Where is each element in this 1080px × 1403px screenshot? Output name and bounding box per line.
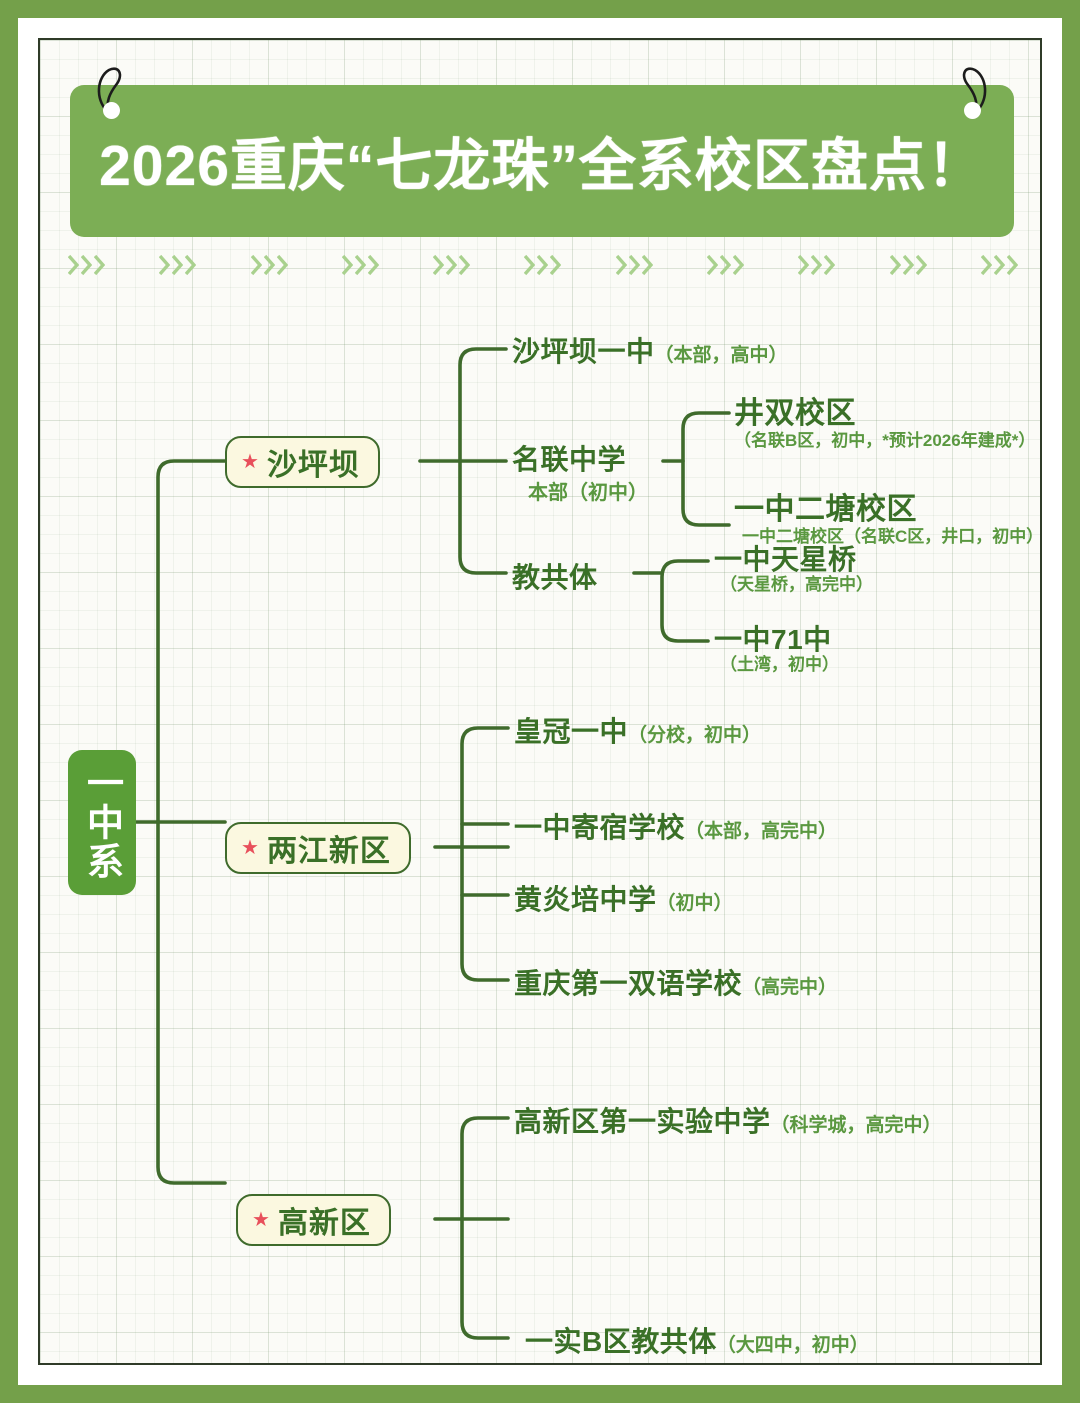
node-huangguan-yizhong[interactable]: 皇冠一中（分校，初中）	[514, 710, 761, 750]
node-name: 一实B区教共体	[525, 1326, 717, 1357]
node-note: （初中）	[656, 893, 733, 914]
star-icon: ★	[241, 451, 259, 473]
node-note: （高完中）	[742, 977, 838, 998]
node-note: （土湾，初中）	[720, 655, 839, 675]
page-title: 2026重庆“七龙珠”全系校区盘点！	[99, 134, 985, 198]
star-icon: ★	[241, 837, 259, 859]
region-label-gaoxin: 高新区	[277, 1207, 371, 1240]
node-note: （本部，高中）	[654, 345, 788, 366]
star-icon: ★	[252, 1209, 270, 1231]
node-note: （科学城，高完中）	[770, 1115, 942, 1136]
node-huangyanpei-zhongxue[interactable]: 黄炎培中学（初中）	[514, 878, 733, 918]
hanger-hole-right-icon	[964, 102, 981, 119]
region-node-liangjiang[interactable]: ★ 两江新区	[225, 822, 411, 874]
node-yizhong-71zhong[interactable]: 一中71中 （土湾，初中）	[714, 624, 839, 674]
node-note: （名联B区，初中，*预计2026年建成*）	[734, 430, 1036, 450]
connector-lines	[134, 347, 731, 1340]
node-note: （大四中，初中）	[716, 1335, 869, 1356]
node-name: 名联中学	[512, 444, 627, 475]
node-name: 一中天星桥	[714, 544, 857, 575]
region-node-shapingba[interactable]: ★ 沙坪坝	[225, 436, 380, 488]
poster-inner-frame: 2026重庆“七龙珠”全系校区盘点！	[38, 38, 1042, 1365]
node-jiaogongti-shapingba[interactable]: 教共体	[512, 556, 598, 596]
hanger-loop-left-icon	[94, 65, 128, 117]
node-subtitle: 本部（初中）	[528, 482, 648, 505]
root-node-yizhongxi[interactable]: 一中系	[68, 750, 136, 895]
chevron-group	[798, 254, 836, 276]
node-name: 一中二塘校区	[734, 493, 917, 526]
region-label-liangjiang: 两江新区	[266, 835, 391, 868]
node-name: 皇冠一中	[514, 716, 629, 747]
region-node-gaoxin[interactable]: ★ 高新区	[236, 1194, 391, 1246]
hanger-hole-left-icon	[103, 102, 120, 119]
chevron-group	[159, 254, 197, 276]
poster-page: 2026重庆“七龙珠”全系校区盘点！	[18, 18, 1062, 1385]
node-minglian-zhongxue[interactable]: 名联中学 本部（初中）	[512, 444, 664, 505]
chevron-group	[341, 254, 379, 276]
node-yishi-bqu-jiaogongti[interactable]: 一实B区教共体（大四中，初中）	[525, 1320, 869, 1360]
node-note: （天星桥，高完中）	[720, 575, 873, 595]
node-name: 教共体	[512, 562, 598, 593]
node-jingshuang-campus[interactable]: 井双校区 （名联B区，初中，*预计2026年建成*）	[734, 397, 1035, 450]
chevron-group	[615, 254, 653, 276]
node-yizhong-ertang-campus[interactable]: 一中二塘校区 一中二塘校区（名联C区，井口，初中）	[734, 493, 1042, 546]
node-chongqing-diyi-shuangyu[interactable]: 重庆第一双语学校（高完中）	[514, 962, 837, 1002]
chevron-group	[433, 254, 471, 276]
chevron-group	[980, 254, 1018, 276]
node-note: （分校，初中）	[628, 725, 762, 746]
node-name: 沙坪坝一中	[512, 336, 655, 367]
node-name: 重庆第一双语学校	[514, 968, 743, 999]
node-name: 黄炎培中学	[514, 884, 657, 915]
hanger-loop-right-icon	[956, 65, 990, 117]
node-name: 一中71中	[714, 624, 832, 655]
node-name: 井双校区	[734, 397, 856, 430]
root-node-label: 一中系	[81, 764, 123, 881]
title-banner: 2026重庆“七龙珠”全系校区盘点！	[70, 67, 1014, 237]
chevron-decoration-row	[68, 248, 1018, 282]
chevron-group	[707, 254, 745, 276]
node-yizhong-tianxingqiao[interactable]: 一中天星桥 （天星桥，高完中）	[714, 544, 873, 594]
region-label-shapingba: 沙坪坝	[266, 449, 360, 482]
node-yizhong-jisu-xuexiao[interactable]: 一中寄宿学校（本部，高完中）	[514, 806, 837, 846]
chevron-group	[250, 254, 288, 276]
chevron-group	[889, 254, 927, 276]
node-gaoxinqu-diyi-shiyan[interactable]: 高新区第一实验中学（科学城，高完中）	[514, 1100, 942, 1140]
node-shapingba-yizhong[interactable]: 沙坪坝一中（本部，高中）	[512, 330, 788, 370]
node-note: （本部，高完中）	[685, 821, 838, 842]
node-note: 一中二塘校区（名联C区，井口，初中）	[742, 526, 1042, 546]
chevron-group	[68, 254, 105, 276]
node-name: 一中寄宿学校	[514, 812, 686, 843]
mindmap-tree: 一中系 ★ 沙坪坝 ★ 两江新区 ★ 高新区 沙坪坝一中（本部，高中） 名联中学	[40, 40, 1042, 1363]
node-name: 高新区第一实验中学	[514, 1106, 771, 1137]
chevron-group	[524, 254, 562, 276]
